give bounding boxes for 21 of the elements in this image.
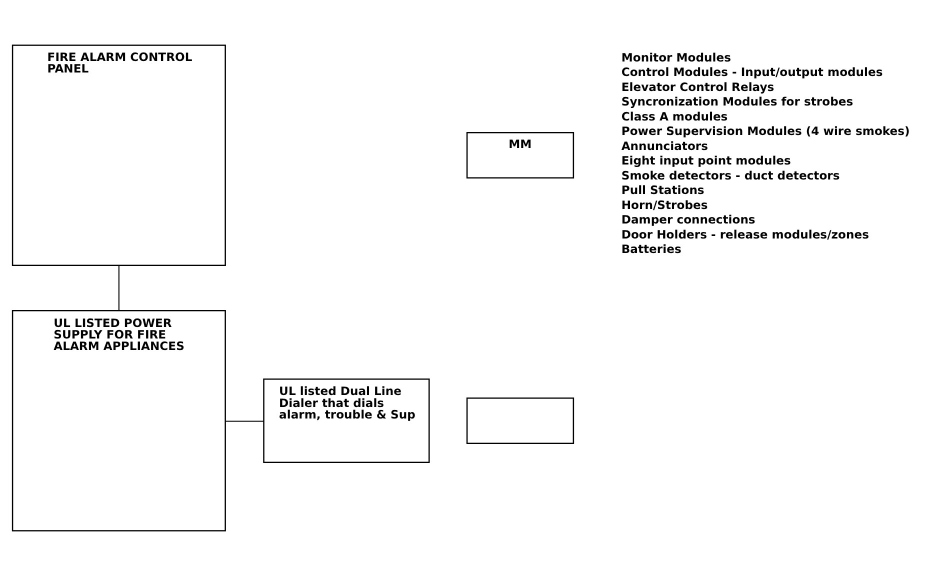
label: Annunciators xyxy=(621,138,708,152)
label: Smoke detectors - duct detectors xyxy=(621,168,840,182)
node-box xyxy=(466,396,574,444)
label: Monitor Modules xyxy=(621,50,732,64)
node-box: FIRE ALARM CONTROL PANEL xyxy=(12,44,226,266)
node-box: MM xyxy=(466,132,574,178)
label: Batteries xyxy=(621,242,682,256)
label: Class A modules xyxy=(621,108,728,123)
label: Door Holders - release modules/zones xyxy=(621,226,869,241)
connector xyxy=(225,420,264,422)
label: Control Modules - Input/output modules xyxy=(621,64,883,79)
label: Pull Stations xyxy=(621,182,704,197)
node-box: UL LISTED POWER SUPPLY FOR FIRE ALARM APPLIANCES xyxy=(12,310,226,531)
connector xyxy=(118,265,120,310)
label: Power Supervision Modules (4 wire smokes) xyxy=(621,124,910,138)
node-box: UL listed Dual Line Dialer that dials alarm, trouble & Sup xyxy=(263,378,430,462)
label: Syncronization Modules for strobes xyxy=(621,94,854,108)
label: Horn/Strobes xyxy=(621,197,708,212)
label: Elevator Control Relays xyxy=(621,79,774,94)
label: Eight input point modules xyxy=(621,153,791,168)
label: Damper connections xyxy=(621,212,756,226)
